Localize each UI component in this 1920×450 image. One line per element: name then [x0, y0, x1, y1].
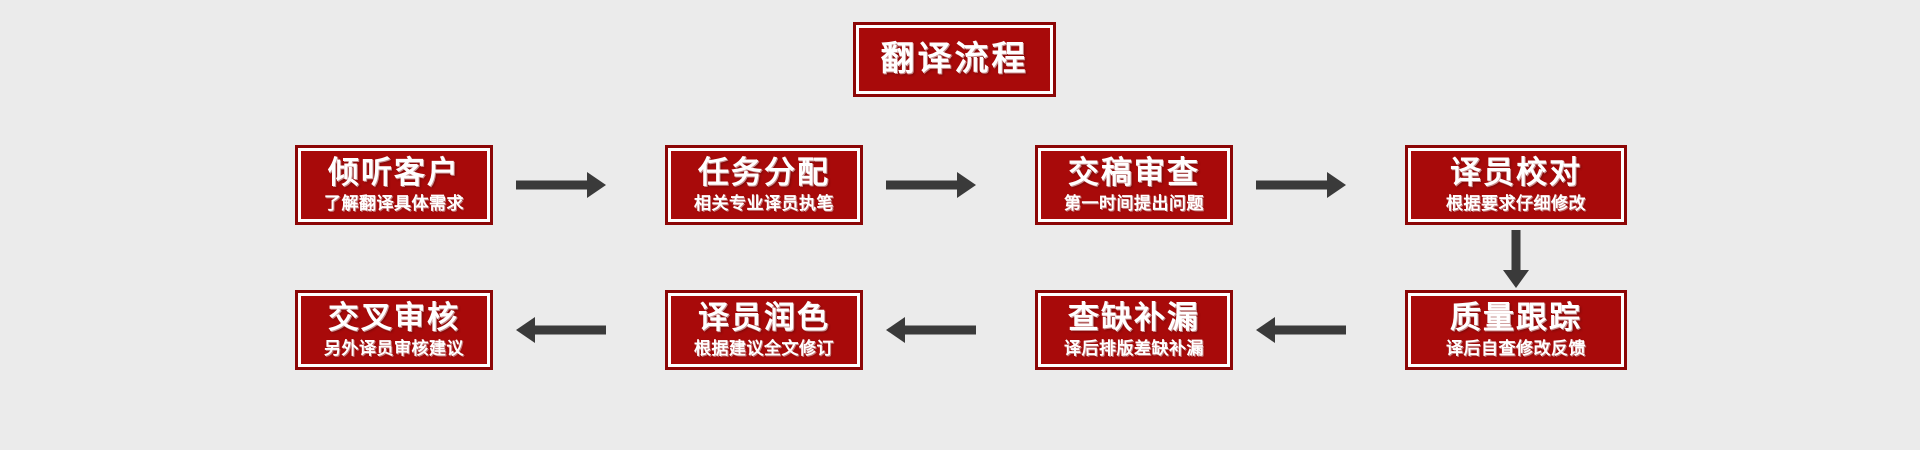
flow-step-2-subtitle: 相关专业译员执笔	[694, 193, 834, 214]
flowchart-title-box: 翻译流程	[853, 22, 1056, 97]
arrow-head-right-icon	[1327, 172, 1346, 198]
arrow-step-7-to-step-8	[516, 310, 606, 350]
arrow-head-left-icon	[516, 317, 535, 343]
flow-step-4-title: 译员校对	[1450, 154, 1582, 191]
flow-step-5-title: 质量跟踪	[1450, 299, 1582, 336]
arrow-shaft	[1273, 325, 1346, 335]
arrow-head-right-icon	[957, 172, 976, 198]
arrow-shaft	[903, 325, 976, 335]
arrow-head-left-icon	[886, 317, 905, 343]
flow-step-2-box[interactable]: 任务分配 相关专业译员执笔	[665, 145, 863, 225]
flow-step-7-title: 译员润色	[698, 299, 830, 336]
flow-step-3-title: 交稿审查	[1068, 154, 1200, 191]
arrow-shaft	[533, 325, 606, 335]
flow-step-2-title: 任务分配	[698, 154, 830, 191]
flow-step-1-box[interactable]: 倾听客户 了解翻译具体需求	[295, 145, 493, 225]
arrow-shaft	[1511, 230, 1521, 273]
arrow-shaft	[1256, 180, 1329, 190]
flow-step-7-subtitle: 根据建议全文修订	[694, 338, 834, 359]
arrow-step-2-to-step-3	[886, 165, 976, 205]
flow-step-4-subtitle: 根据要求仔细修改	[1446, 193, 1586, 214]
arrow-step-3-to-step-4	[1256, 165, 1346, 205]
flow-step-1-subtitle: 了解翻译具体需求	[324, 193, 464, 214]
arrow-step-4-to-step-5	[1496, 230, 1536, 288]
flowchart-title-text: 翻译流程	[880, 39, 1029, 80]
flow-step-4-box[interactable]: 译员校对 根据要求仔细修改	[1405, 145, 1627, 225]
flow-step-6-subtitle: 译后排版差缺补漏	[1064, 338, 1204, 359]
flow-step-1-title: 倾听客户	[328, 154, 460, 191]
arrow-step-1-to-step-2	[516, 165, 606, 205]
flow-step-7-box[interactable]: 译员润色 根据建议全文修订	[665, 290, 863, 370]
flow-step-5-box[interactable]: 质量跟踪 译后自查修改反馈	[1405, 290, 1627, 370]
flow-step-6-title: 查缺补漏	[1068, 299, 1200, 336]
flow-step-8-title: 交叉审核	[328, 299, 460, 336]
arrow-shaft	[516, 180, 589, 190]
flow-step-5-subtitle: 译后自查修改反馈	[1446, 338, 1586, 359]
arrow-head-down-icon	[1503, 270, 1529, 288]
arrow-step-5-to-step-6	[1256, 310, 1346, 350]
flow-step-8-subtitle: 另外译员审核建议	[324, 338, 464, 359]
flow-step-3-box[interactable]: 交稿审查 第一时间提出问题	[1035, 145, 1233, 225]
arrow-step-6-to-step-7	[886, 310, 976, 350]
arrow-head-right-icon	[587, 172, 606, 198]
arrow-head-left-icon	[1256, 317, 1275, 343]
flow-step-3-subtitle: 第一时间提出问题	[1064, 193, 1204, 214]
arrow-shaft	[886, 180, 959, 190]
flow-step-6-box[interactable]: 查缺补漏 译后排版差缺补漏	[1035, 290, 1233, 370]
flow-step-8-box[interactable]: 交叉审核 另外译员审核建议	[295, 290, 493, 370]
